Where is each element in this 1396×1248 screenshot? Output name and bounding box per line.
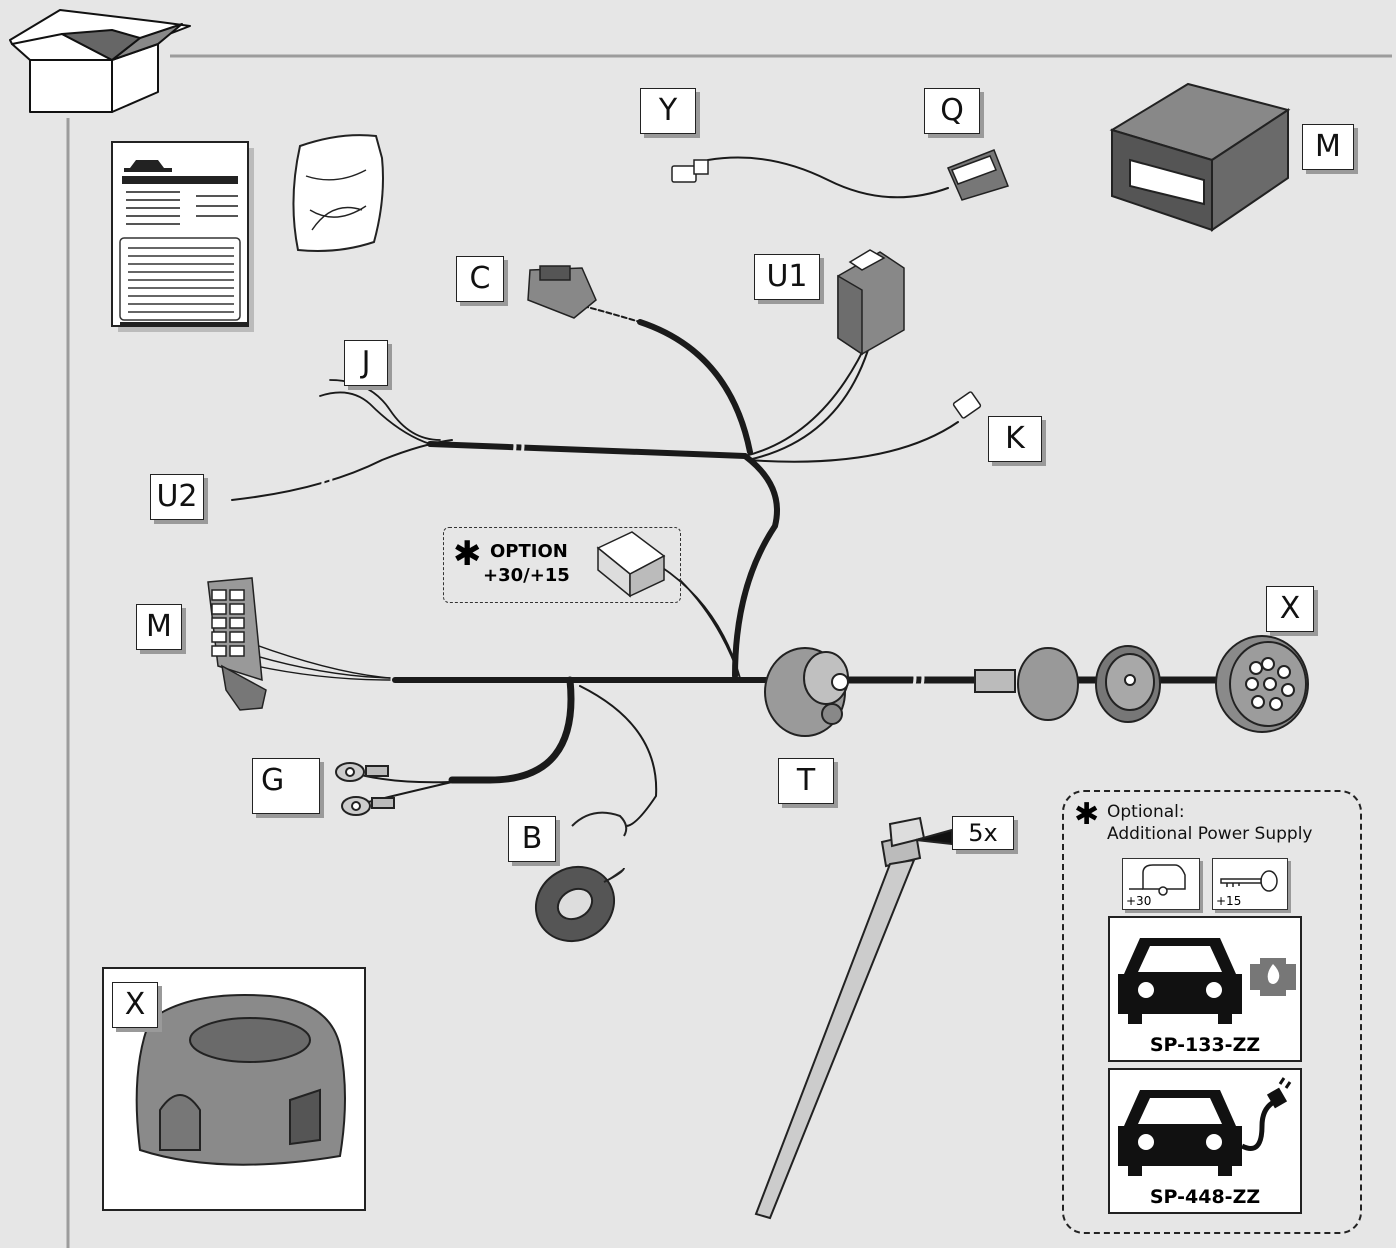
label-x-right: X bbox=[1266, 586, 1314, 632]
plus15-label: +15 bbox=[1216, 894, 1242, 908]
option-star-icon: ✱ bbox=[453, 534, 482, 574]
plus15-box: +15 bbox=[1212, 858, 1288, 910]
label-t: T bbox=[778, 758, 834, 804]
harness-wires bbox=[221, 156, 1224, 827]
option-voltage: +30/+15 bbox=[483, 565, 570, 586]
label-g-text: G bbox=[261, 763, 285, 798]
power-supply-subtitle: Additional Power Supply bbox=[1107, 824, 1313, 844]
label-q: Q bbox=[924, 88, 980, 134]
label-c: C bbox=[456, 256, 504, 302]
car-electric-box: SP-448-ZZ bbox=[1108, 1068, 1302, 1214]
insulating-tape-roll bbox=[534, 811, 628, 943]
power-supply-panel bbox=[1062, 790, 1362, 1234]
connector-block-m bbox=[207, 577, 267, 711]
connector-q bbox=[947, 149, 1009, 201]
connector-k bbox=[952, 391, 982, 419]
socket-x-connector bbox=[1215, 635, 1309, 733]
power-supply-title: Optional: bbox=[1107, 802, 1185, 822]
connector-y bbox=[671, 159, 709, 183]
control-module-m bbox=[1109, 82, 1291, 232]
plus30-box: +30 bbox=[1122, 858, 1200, 910]
label-x-inset: X bbox=[112, 982, 158, 1028]
label-j: J bbox=[344, 340, 388, 386]
cable-tie bbox=[754, 816, 953, 1220]
parts-bag-icon bbox=[292, 134, 384, 252]
car-combustion-box: SP-133-ZZ bbox=[1108, 916, 1302, 1062]
option-connector bbox=[596, 531, 666, 598]
label-m-left: M bbox=[136, 604, 182, 650]
label-5x: 5x bbox=[952, 816, 1014, 850]
connector-c bbox=[527, 265, 597, 319]
car1-code: SP-133-ZZ bbox=[1149, 1034, 1261, 1056]
label-y: Y bbox=[640, 88, 696, 134]
car-plug-icon bbox=[1118, 1077, 1292, 1176]
power-supply-star-icon: ✱ bbox=[1074, 797, 1100, 832]
seal-plate bbox=[974, 645, 1161, 723]
panel-frame bbox=[66, 54, 1392, 1248]
grommet-t bbox=[764, 647, 849, 737]
ground-ring-terminals bbox=[335, 762, 395, 816]
instruction-manual-icon bbox=[111, 141, 254, 332]
label-g: G bbox=[252, 758, 320, 814]
label-u2: U2 bbox=[150, 474, 204, 520]
plus30-label: +30 bbox=[1126, 894, 1152, 908]
relay-u1 bbox=[837, 249, 905, 356]
caravan-icon bbox=[1129, 864, 1186, 896]
option-title: OPTION bbox=[490, 541, 568, 562]
label-k: K bbox=[988, 416, 1042, 462]
car-engine-icon bbox=[1118, 938, 1296, 1024]
open-box-icon bbox=[9, 9, 191, 113]
label-m-top: M bbox=[1302, 124, 1354, 170]
label-b: B bbox=[508, 816, 556, 862]
label-u1: U1 bbox=[754, 254, 820, 300]
car2-code: SP-448-ZZ bbox=[1149, 1186, 1261, 1208]
option-box bbox=[443, 527, 681, 603]
key-icon bbox=[1220, 870, 1278, 892]
